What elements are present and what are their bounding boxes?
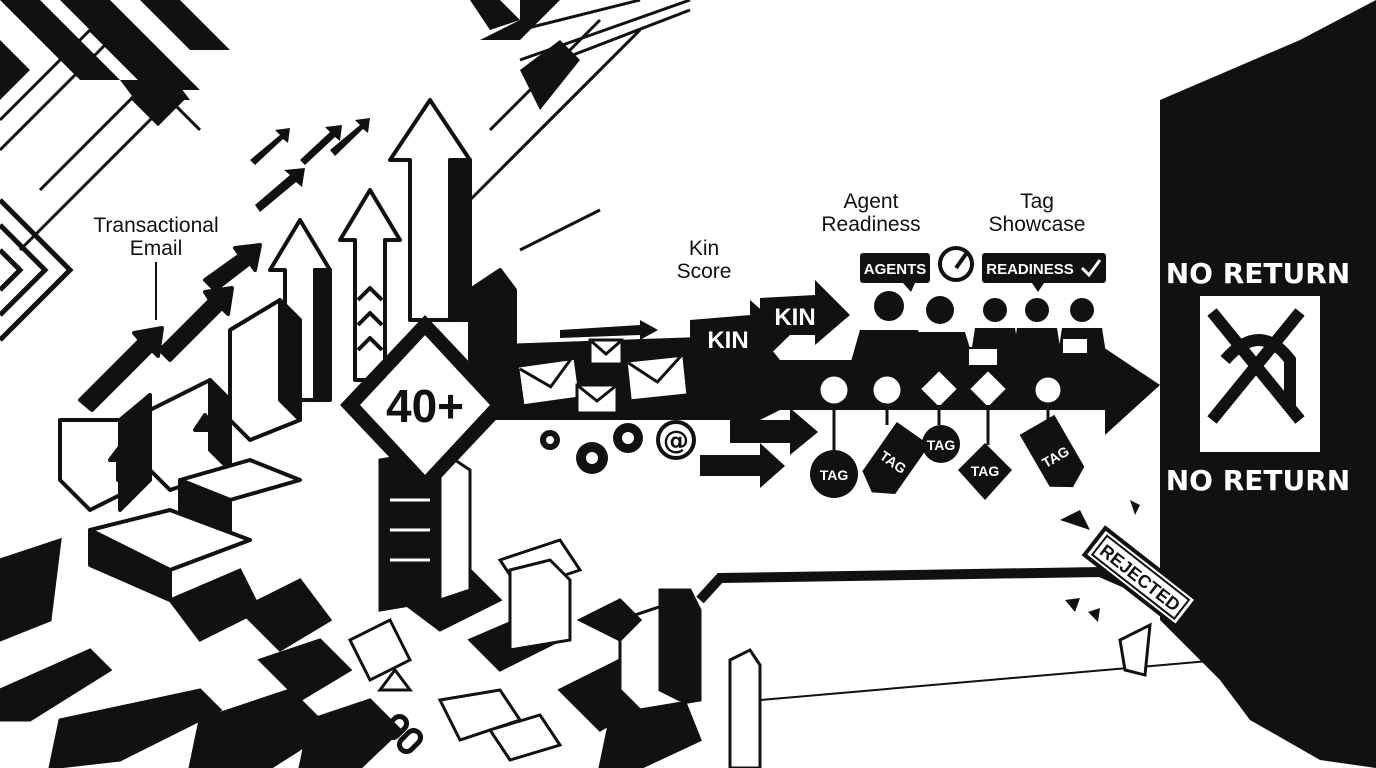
speedometer-icon [938, 246, 974, 282]
link-icon-bottom [382, 713, 424, 755]
at-sign-icon: @ [656, 420, 696, 460]
laptop-icon [1061, 337, 1089, 355]
tag-icon: TAG [810, 450, 858, 498]
wall-text-top: NO RETURN [1166, 257, 1351, 290]
no-return-wall: NO RETURN NO RETURN [1160, 0, 1376, 768]
tag-icon: TAG [862, 421, 930, 495]
agents-chip-text: AGENTS [864, 261, 927, 278]
small-arrows [250, 118, 370, 212]
kin-arrow-text: KIN [774, 304, 815, 331]
label-agent-line1: Agent [844, 190, 899, 213]
svg-text:@: @ [663, 426, 689, 456]
envelope-icons [515, 338, 690, 415]
tag-icon: TAG [922, 425, 960, 463]
hanging-tags: TAG TAG TAG TAG TAG [810, 404, 1085, 500]
envelope-icon [515, 353, 583, 408]
count-badge: 40+ [340, 315, 510, 495]
band-icons [817, 367, 1064, 411]
laptop-icon [967, 347, 999, 367]
label-transactional-line2: Email [130, 237, 183, 260]
envelope-icon [575, 383, 619, 415]
bottom-left-debris [0, 537, 702, 768]
top-slabs [480, 20, 580, 110]
no-return-icon [1207, 308, 1305, 424]
stage-labels: Transactional Email Kin Score Agent Read… [93, 190, 1085, 320]
envelope-icon [624, 352, 690, 403]
streak-lines [468, 8, 691, 252]
label-kin-line2: Score [677, 260, 732, 283]
check-icon [1080, 259, 1102, 278]
label-agent-line2: Readiness [821, 213, 920, 236]
envelope-icon [588, 338, 624, 366]
ground-path [696, 566, 1132, 604]
readiness-chip: READINESS [982, 253, 1106, 292]
readiness-chip-text: READINESS [986, 261, 1074, 278]
agent-figures [850, 291, 1107, 367]
label-kin-line1: Kin [689, 237, 719, 260]
kin-arrows: KIN KIN [690, 280, 850, 372]
kin-arrow-text: KIN [707, 327, 748, 354]
gear-icons [540, 423, 643, 474]
person-icon [905, 296, 975, 365]
top-left-stripes [0, 0, 560, 127]
wall-debris [1060, 500, 1250, 677]
tag-text: TAG [927, 437, 956, 453]
flow-arrows [700, 408, 818, 488]
left-chevrons [0, 198, 74, 342]
rising-arrow-city [58, 98, 517, 602]
person-icon [1012, 298, 1062, 360]
label-tag-line1: Tag [1020, 190, 1054, 213]
tag-text: TAG [820, 467, 849, 483]
label-tag-line2: Showcase [989, 213, 1086, 236]
tag-icon: TAG [958, 443, 1012, 500]
tag-icon: TAG [1019, 414, 1085, 488]
count-badge-text: 40+ [386, 380, 464, 432]
agents-chip: AGENTS [860, 253, 930, 292]
label-transactional-line1: Transactional [93, 214, 218, 237]
tag-text: TAG [971, 463, 1000, 479]
wall-text-bottom: NO RETURN [1166, 464, 1351, 497]
horizon-line [759, 659, 1221, 701]
link-icon [690, 372, 726, 408]
